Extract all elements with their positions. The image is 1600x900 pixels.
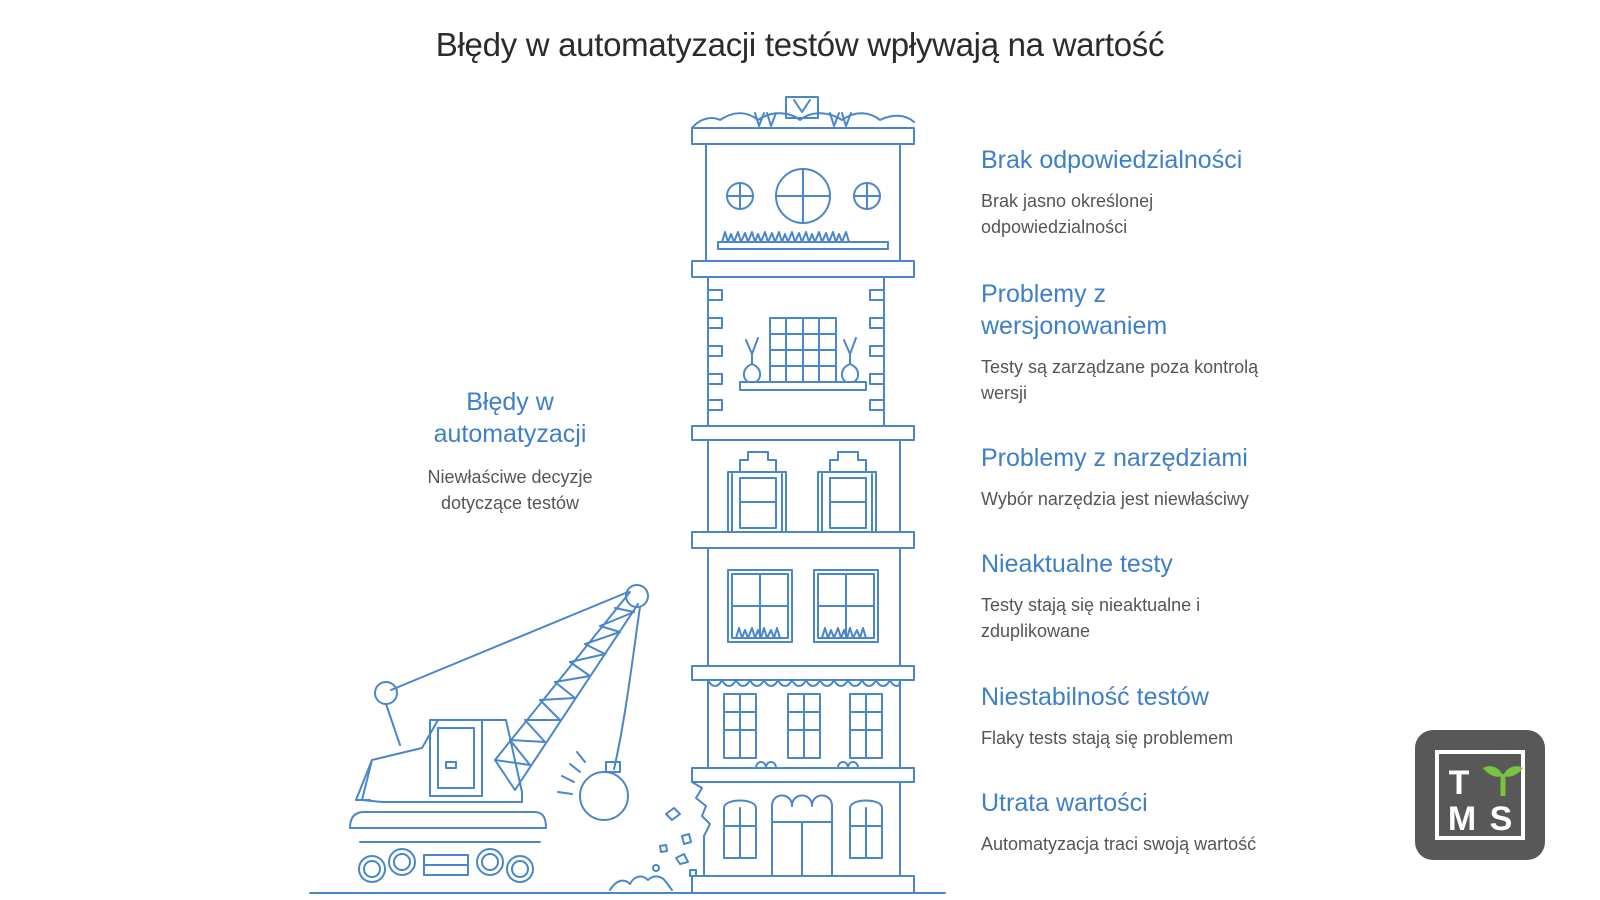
item-description: Wybór narzędzia jest niewłaściwy: [981, 489, 1249, 509]
item-description: Flaky tests stają się problemem: [981, 728, 1234, 748]
item-problemy-z-wersjonowaniem: Problemy z wersjonowaniem Testy są zarzą…: [981, 278, 1321, 406]
item-brak-odpowiedzialnosci: Brak odpowiedzialności Brak jasno określ…: [981, 144, 1321, 240]
logo-letter-t: T: [1449, 764, 1470, 802]
logo-letter-s: S: [1490, 800, 1513, 838]
item-nieaktualne-testy: Nieaktualne testy Testy stają się nieakt…: [981, 548, 1321, 644]
item-description: Testy stają się nieaktualne i zduplikowa…: [981, 595, 1201, 641]
page-title: Błędy w automatyzacji testów wpływają na…: [435, 26, 1165, 63]
item-title: Problemy z wersjonowaniem: [981, 280, 1168, 340]
item-title: Problemy z narzędziami: [981, 444, 1248, 472]
crane: [349, 584, 649, 883]
item-title: Nieaktualne testy: [981, 550, 1173, 578]
item-problemy-z-narzedziami: Problemy z narzędziami Wybór narzędzia j…: [981, 442, 1321, 512]
item-niestabilnosc-testow: Niestabilność testów Flaky tests stają s…: [981, 681, 1321, 751]
building: [691, 96, 915, 894]
tms-logo: T M S: [1415, 730, 1545, 860]
debris: [609, 807, 697, 891]
item-description: Brak jasno określonej odpowiedzialności: [981, 191, 1154, 237]
left-heading: Błędy w automatyzacji: [433, 388, 587, 448]
leaf-icon: [1483, 766, 1523, 796]
item-description: Testy są zarządzane poza kontrolą wersji: [981, 357, 1259, 403]
item-title: Utrata wartości: [981, 789, 1148, 817]
item-description: Automatyzacja traci swoją wartość: [981, 834, 1257, 854]
item-title: Niestabilność testów: [981, 683, 1209, 711]
left-description: Niewłaściwe decyzje dotyczące testów: [427, 467, 593, 513]
item-utrata-wartosci: Utrata wartości Automatyzacja traci swoj…: [981, 787, 1321, 857]
left-heading-block: Błędy w automatyzacji Niewłaściwe decyzj…: [360, 386, 660, 516]
logo-letter-m: M: [1448, 800, 1476, 838]
tms-logo-mark: T M S: [1435, 750, 1525, 840]
item-title: Brak odpowiedzialności: [981, 146, 1243, 174]
